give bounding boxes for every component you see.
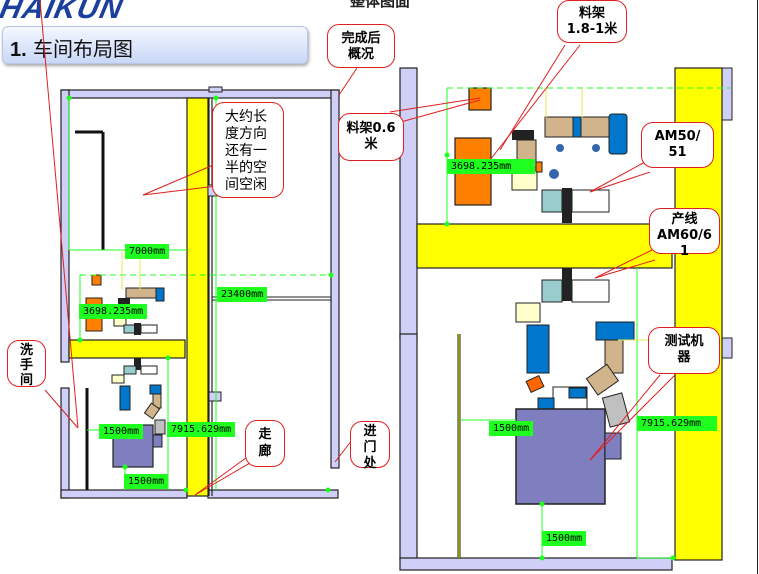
slide-border [757,0,758,574]
dimension-left-bottom-gap: 1500mm [124,474,169,489]
callout-am60-line1: 产线 [671,212,698,227]
dimension-right-test-length: 7915.629mm [637,416,717,431]
production-aisle [416,223,673,269]
rack [91,274,102,286]
wall [60,89,340,99]
production-aisle [68,339,186,359]
cabinet [155,287,165,302]
wall [721,337,733,359]
workbench [580,116,610,138]
wall [207,489,339,499]
workbench [125,287,157,299]
dimension-total-length: 23400mm [217,287,268,302]
wall-notch [208,86,223,93]
callout-am50: AM50/51 [641,122,714,168]
wall [399,333,418,561]
cabinet [526,324,550,374]
callout-am60: 产线 AM60/61 [649,208,720,259]
cabinet [119,385,131,411]
page-title: 整体图面 [350,0,411,10]
operator [592,144,600,152]
workbench [604,339,624,374]
cabinet [572,116,582,138]
callout-am60-line2: AM60/61 [657,228,712,259]
callout-corridor: 走廊 [245,420,285,467]
wall [60,489,188,499]
wall [330,89,340,469]
dimension-left-side-gap: 1500mm [99,424,144,439]
dimension-right-line-depth: 3698.235mm [447,159,535,174]
right-plan [399,67,733,571]
callout-washroom: 洗手间 [7,340,46,388]
callout-rack-large-line2: 1.8-1米 [566,22,618,37]
wall [60,89,70,363]
callout-rack-large: 料架 1.8-1米 [557,0,627,43]
callout-pointers [39,0,676,496]
dimension-left-line-depth: 3698.235mm [79,304,148,319]
operator [556,144,564,152]
cabinet [608,113,628,155]
callout-entrance: 进门处 [350,421,390,471]
dimension-left-width: 7000mm [125,244,170,259]
callout-completed-overview: 完成后概况 [327,24,395,68]
wall [721,67,733,121]
callout-free-space: 大约长度方向还有一半的空间空闲 [212,102,284,198]
callout-rack-large-line1: 料架 [578,6,605,21]
dimension-right-side-gap: 1500mm [489,421,534,436]
cabinet [595,321,635,341]
section-header: 1. 车间布局图 [2,26,308,64]
dimension-right-bottom-gap: 1500mm [542,531,587,546]
left-plan [60,86,340,499]
corridor-aisle [186,97,209,497]
workbench [585,363,620,396]
section-heading: 1. 车间布局图 [10,33,133,62]
callout-test-machine: 测试机器 [648,327,720,374]
wall [60,387,70,499]
wall [399,557,673,571]
dimension-left-test-length: 7915.629mm [167,422,236,437]
section-number: 1. [10,39,27,61]
cabinet [537,397,555,410]
section-title: 车间布局图 [33,37,134,61]
workbench [544,116,574,138]
callout-rack-small: 料架0.6米 [338,113,404,161]
cabinet [568,387,587,399]
operator [549,169,559,179]
cabinet [149,384,162,395]
